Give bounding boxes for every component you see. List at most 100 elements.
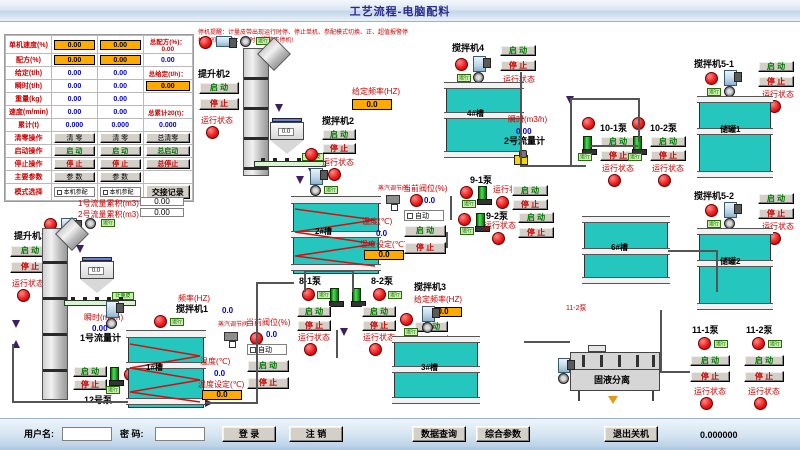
flowmeter-2-inst-value: 0.00 [516, 127, 532, 136]
pump-8-1-tag-icon: 运行 [317, 291, 331, 299]
data-query-button[interactable]: 数据查询 [412, 426, 466, 442]
mixer-5-2-stop-button[interactable]: 停 止 [758, 208, 794, 219]
param-checkbox-box[interactable] [102, 189, 108, 195]
pump-9-1-stop-button[interactable]: 停 止 [512, 199, 548, 210]
param-button-7-0[interactable]: 清 零 [54, 133, 95, 143]
param-value-4-1: 0.00 [96, 92, 144, 106]
tank-2-temp-set-field[interactable]: 0.0 [364, 250, 404, 260]
pump-8-1-start-button[interactable]: 启 动 [297, 306, 331, 317]
param-total-button-8[interactable]: 总启动 [145, 146, 190, 156]
password-label: 密 码: [120, 429, 144, 439]
param-checkbox-11-0[interactable]: 本机参配 [54, 187, 95, 197]
tank-2-auto-checkbox-box[interactable] [407, 212, 413, 219]
elevator-2-stop-button[interactable]: 停 止 [199, 98, 239, 110]
tank-1-temp-set-field[interactable]: 0.0 [202, 390, 242, 400]
tank-6-band-top [582, 216, 670, 223]
pump-9-2-start-button[interactable]: 启 动 [518, 212, 554, 223]
mixer-3-motor-icon [422, 306, 440, 322]
pump-11-1-start-button[interactable]: 启 动 [690, 355, 730, 366]
pump-9-2-stop-button[interactable]: 停 止 [518, 227, 554, 238]
tank-1-auto-checkbox[interactable]: 自动 [247, 344, 287, 355]
param-field-1-1[interactable]: 0.00 [99, 55, 141, 65]
mixer-5-2-aux-lamp [705, 204, 718, 217]
pump-8-2-start-button[interactable]: 启 动 [362, 306, 396, 317]
tank-1-start-button[interactable]: 启 动 [247, 360, 289, 372]
pump-8-2-status-label: 运行状态 [363, 333, 395, 342]
password-input[interactable] [155, 427, 205, 441]
param-field-0-1[interactable]: 0.00 [99, 39, 141, 50]
mixer-4-stop-button[interactable]: 停 止 [500, 60, 536, 71]
mixer-2-status-lamp [328, 168, 341, 181]
pump-8-discharge-arrow [340, 328, 348, 336]
param-field-1-0[interactable]: 0.00 [54, 55, 95, 65]
tank-1-stop-button[interactable]: 停 止 [247, 377, 289, 389]
param-value-2-0: 0.00 [51, 66, 98, 80]
pump-8-2-stop-button[interactable]: 停 止 [362, 320, 396, 331]
mixer-1-freq-value: 0.0 [222, 306, 234, 315]
param-field-0-0[interactable]: 0.00 [54, 39, 95, 50]
pump-8-1-stop-button[interactable]: 停 止 [297, 320, 331, 331]
param-button-9-0[interactable]: 停 止 [54, 159, 95, 169]
param-total-button-7[interactable]: 总清零 [145, 133, 190, 143]
login-button[interactable]: 登 录 [222, 426, 276, 442]
param-total-button-9[interactable]: 总停止 [145, 159, 190, 169]
mixer-5-1-start-button[interactable]: 启 动 [758, 61, 794, 72]
param-total-value-0: 0.00 [161, 46, 175, 53]
tank-4-label: 4#槽 [467, 109, 484, 118]
username-input[interactable] [62, 427, 112, 441]
pump-12-start-button[interactable]: 启 动 [73, 366, 107, 377]
tank-2-stop-button[interactable]: 停 止 [404, 242, 446, 254]
table-row: 启动操作启 动启 动总启动 [5, 144, 194, 158]
tank-2-auto-checkbox[interactable]: 自动 [404, 210, 444, 221]
pipe-8-discharge [336, 330, 338, 358]
mixer-4-start-button[interactable]: 启 动 [500, 45, 536, 56]
pump-11-2-status-label: 运行状态 [748, 387, 780, 396]
param-button-8-1[interactable]: 启 动 [99, 146, 141, 156]
tank-1-temp-value: 0.0 [214, 369, 226, 378]
pump-9-1-start-button[interactable]: 启 动 [512, 185, 548, 196]
pump-11-1-stop-button[interactable]: 停 止 [690, 371, 730, 382]
tank-1-band-top [126, 330, 206, 338]
elevator-1-label: 提升机1 [14, 231, 47, 241]
tank-2-valve-lamp [410, 194, 423, 207]
param-button-10-0[interactable]: 参 数 [54, 172, 95, 182]
pump-12-tag-icon: 运行 [106, 386, 120, 394]
mixer-2-freq-field[interactable]: 0.0 [352, 99, 392, 110]
mixer-5-2-start-button[interactable]: 启 动 [758, 193, 794, 204]
pump-9-2-status-label: 运行状态 [484, 221, 516, 230]
param-value-5-1: 0.00 [96, 105, 144, 119]
tank-2-temp-set-label: 温度设定(℃) [360, 240, 407, 249]
param-button-9-1[interactable]: 停 止 [99, 159, 141, 169]
param-checkbox-box[interactable] [57, 189, 62, 195]
param-total-field-3[interactable]: 0.00 [145, 81, 190, 91]
mixer-2-start-button[interactable]: 启 动 [322, 129, 356, 140]
pump-10-2-stop-button[interactable]: 停 止 [650, 150, 686, 161]
pump-11-2-stop-button[interactable]: 停 止 [744, 371, 784, 382]
combined-params-button[interactable]: 综合参数 [476, 426, 530, 442]
logout-button[interactable]: 注 销 [289, 426, 343, 442]
flow-acc-1-label: 1号流量累积(m3) [78, 199, 139, 208]
param-checkbox-11-1[interactable]: 本机参配 [99, 187, 141, 197]
pipe-tank6-riser [716, 250, 718, 292]
tank-2-start-button[interactable]: 启 动 [404, 225, 446, 237]
pipe-9-1-line [450, 196, 452, 220]
pump-12-stop-button[interactable]: 停 止 [73, 379, 107, 390]
exit-shutdown-button[interactable]: 退出关机 [604, 426, 658, 442]
username-label: 用户名: [24, 429, 54, 439]
param-button-8-0[interactable]: 启 动 [54, 146, 95, 156]
tank-1-auto-checkbox-box[interactable] [250, 346, 256, 353]
tank-6-band-bottom [582, 277, 670, 284]
elevator-2-start-button[interactable]: 启 动 [199, 82, 239, 94]
mixer-2-aux-lamp [305, 148, 318, 161]
pump-11-2-start-button[interactable]: 启 动 [744, 355, 784, 366]
pump-10-2-start-button[interactable]: 启 动 [650, 136, 686, 147]
pump-10-2-tag-icon: 运行 [628, 153, 642, 161]
param-button-7-1[interactable]: 清 零 [99, 133, 141, 143]
param-button-10-1[interactable]: 参 数 [99, 172, 141, 182]
mixer-2-stop-button[interactable]: 停 止 [322, 143, 356, 154]
tank-3-band-top [392, 336, 480, 343]
pump-8-2-icon [351, 288, 366, 307]
mixer-5-1-stop-button[interactable]: 停 止 [758, 76, 794, 87]
pipe-to-11-pumps [660, 371, 690, 373]
